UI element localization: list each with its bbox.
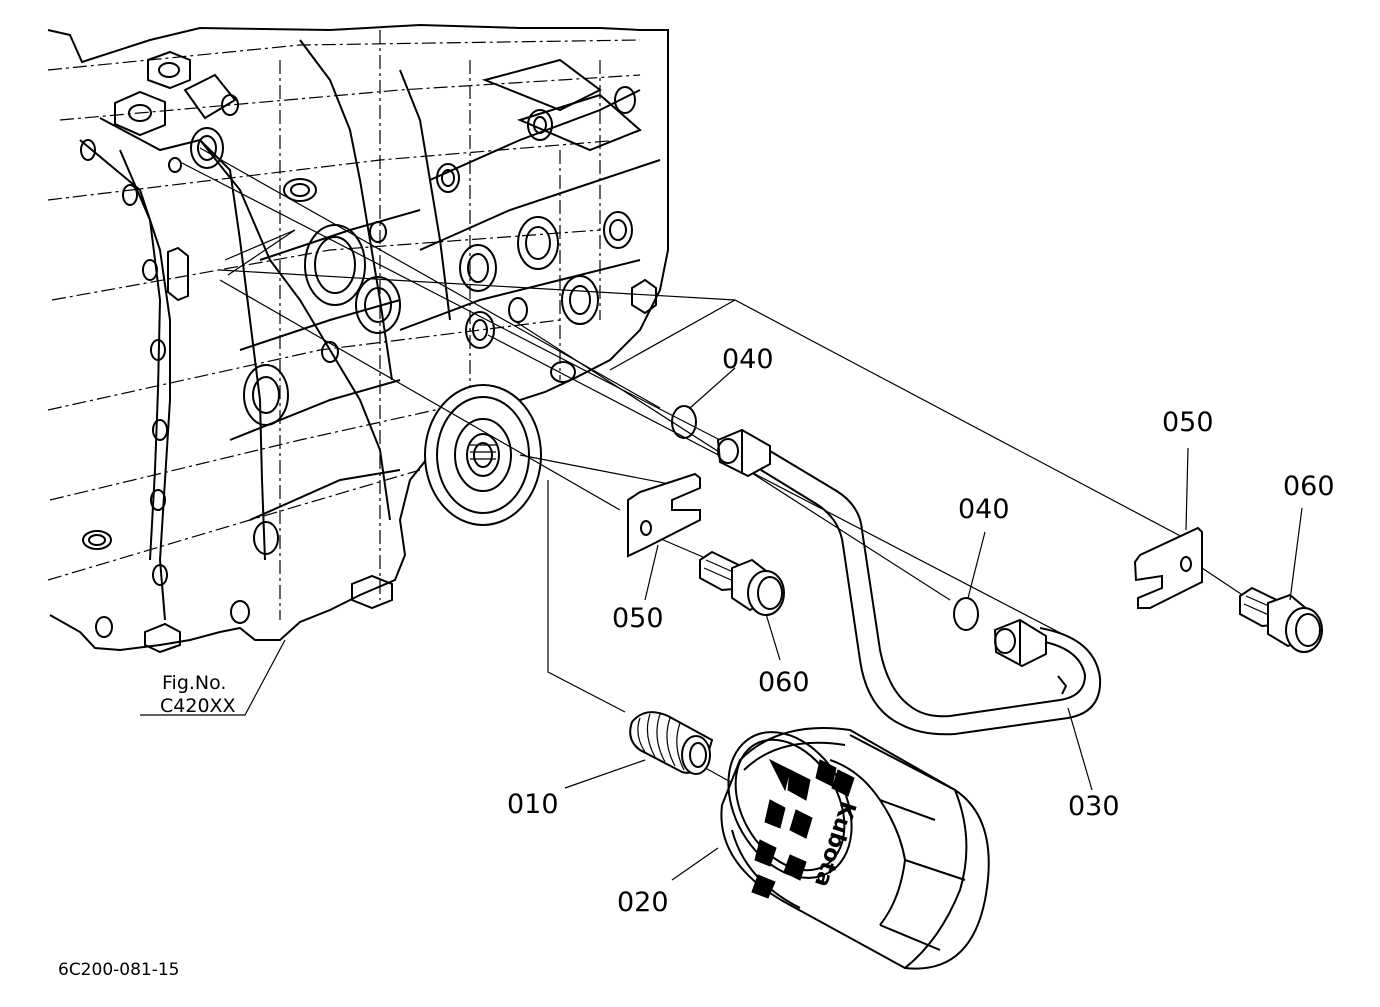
bolt-060-right [1239, 586, 1323, 653]
callout-050-right: 050 [1162, 407, 1214, 438]
housing-ports [190, 86, 636, 555]
housing-bolt-holes [80, 139, 250, 638]
callout-040-upper: 040 [722, 344, 774, 375]
callout-060-left: 060 [758, 667, 810, 698]
callout-010: 010 [507, 789, 559, 820]
bolt-060-left [699, 550, 785, 616]
callout-030: 030 [1068, 791, 1120, 822]
callout-050-left: 050 [612, 603, 664, 634]
o-ring-040-lower [953, 597, 979, 631]
nipple-010 [629, 711, 714, 775]
clamp-050-right [1133, 526, 1203, 609]
callout-leaders [140, 367, 1303, 881]
figure-ref-number: C420XX [160, 695, 236, 717]
callout-020: 020 [617, 887, 669, 918]
transmission-housing [47, 23, 669, 654]
oil-filter-020: Kubota [720, 727, 990, 970]
clamp-050-left [627, 472, 701, 558]
o-ring-040-upper [671, 405, 697, 439]
callout-040-lower: 040 [958, 494, 1010, 525]
filter-mount-boss [424, 384, 542, 526]
figure-ref-label: Fig.No. [162, 672, 226, 694]
callout-060-right: 060 [1283, 471, 1335, 502]
explosion-lines [179, 147, 1251, 791]
drawing-code: 6C200-081-15 [58, 960, 179, 980]
oil-pipe-030 [716, 428, 1102, 736]
